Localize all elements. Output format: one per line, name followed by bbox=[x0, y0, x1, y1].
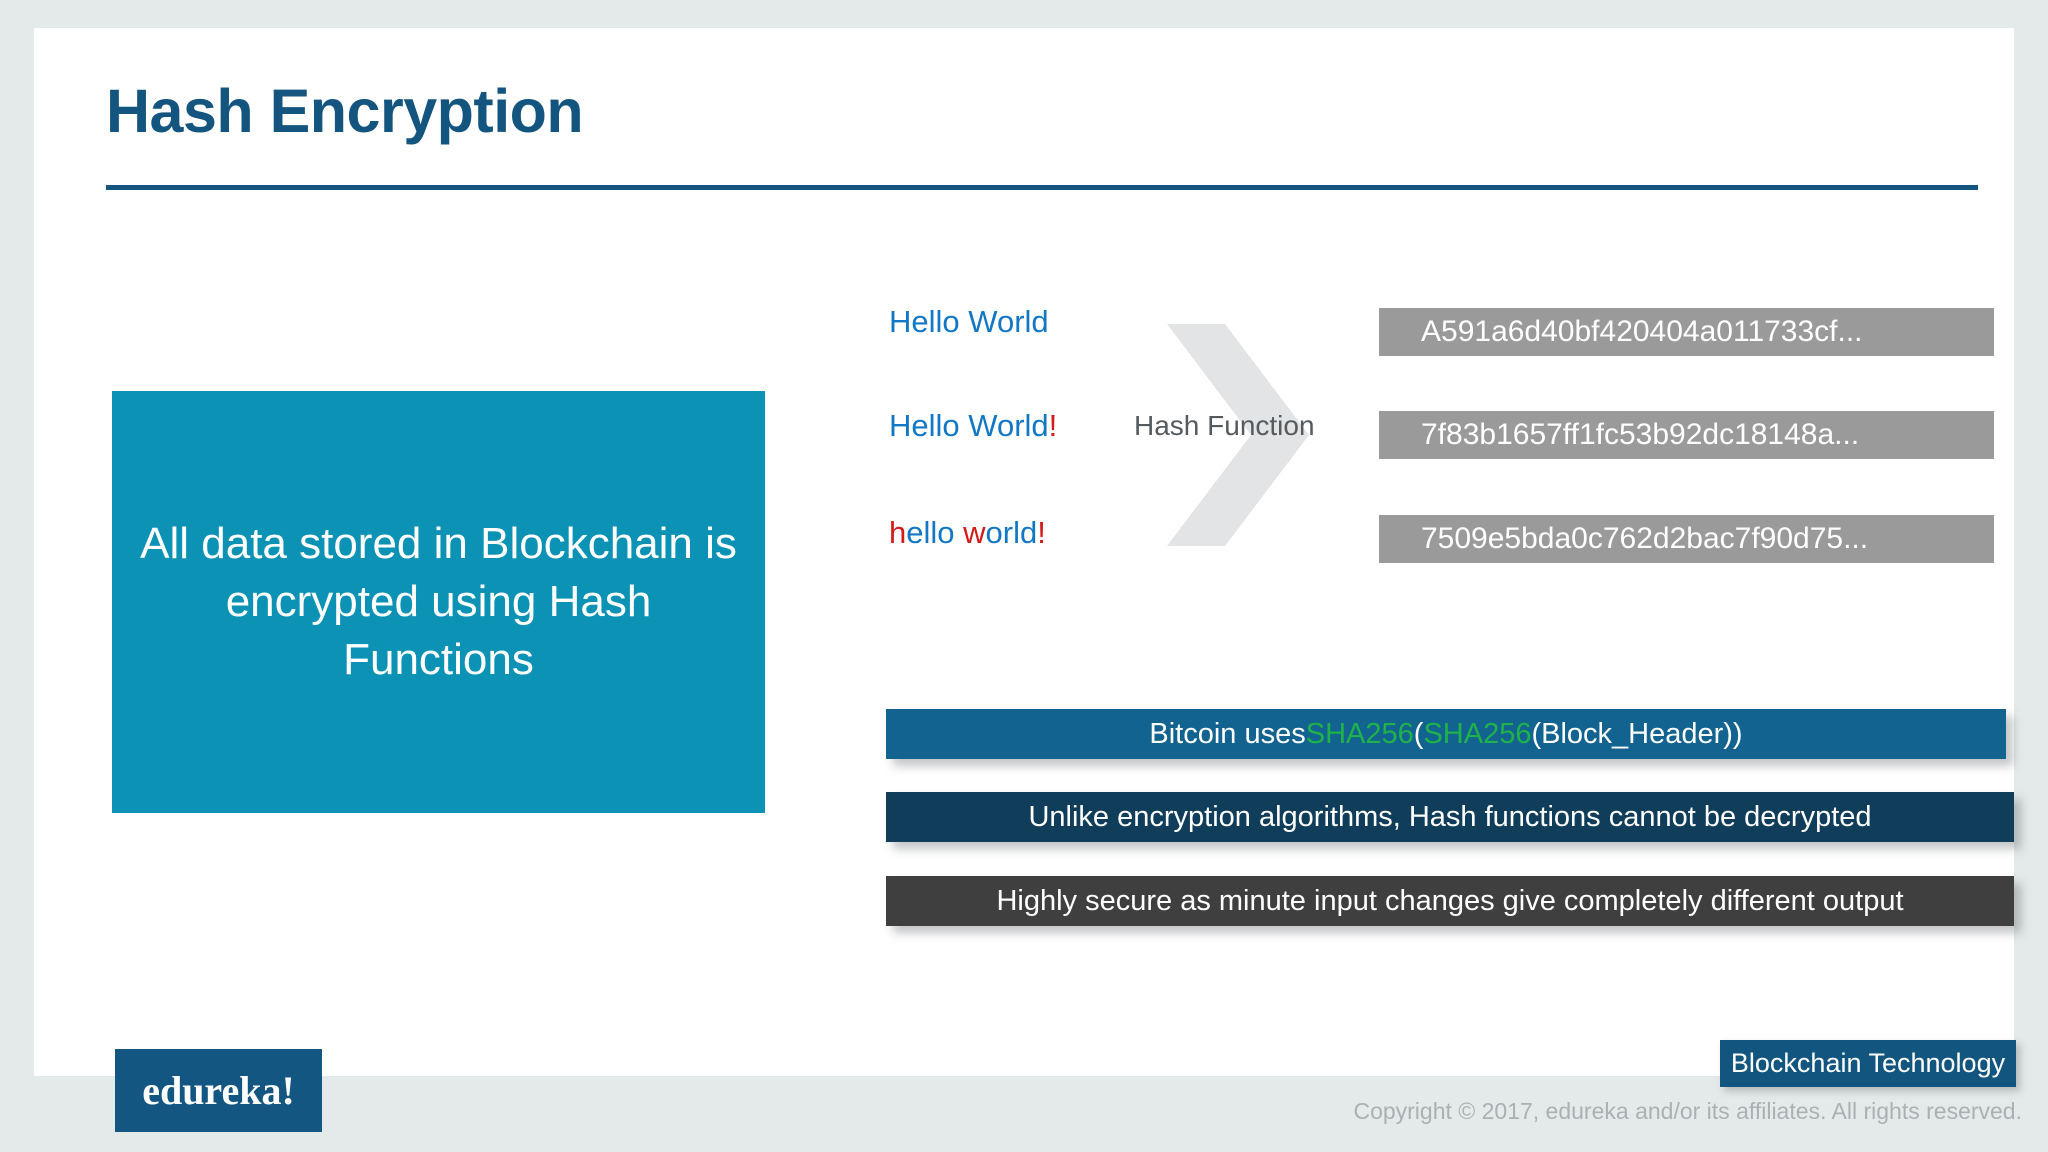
input-text-segment: Hello World bbox=[889, 304, 1049, 339]
fact-bar-avalanche-effect: Highly secure as minute input changes gi… bbox=[886, 876, 2014, 926]
input-text-segment: ! bbox=[1037, 515, 1046, 550]
hash-input-label-2: hello world! bbox=[889, 515, 1046, 551]
fact-text-segment: ( bbox=[1413, 717, 1424, 750]
hash-function-label: Hash Function bbox=[1134, 410, 1315, 441]
page-title: Hash Encryption bbox=[106, 77, 584, 145]
statement-text: All data stored in Blockchain is encrypt… bbox=[140, 518, 737, 685]
fact-bar-bitcoin-sha256: Bitcoin uses SHA256(SHA256(Block_Header)… bbox=[886, 709, 2006, 759]
input-text-segment: Hello World bbox=[889, 408, 1049, 443]
copyright-notice: Copyright © 2017, edureka and/or its aff… bbox=[1353, 1098, 2022, 1124]
input-text-segment: ello bbox=[906, 515, 964, 550]
statement-callout-box: All data stored in Blockchain is encrypt… bbox=[112, 391, 765, 813]
fact-text-segment: Unlike encryption algorithms, Hash funct… bbox=[1028, 800, 1872, 833]
title-underline-rule bbox=[106, 185, 1978, 190]
input-text-segment: h bbox=[889, 515, 907, 550]
input-text-segment: ! bbox=[1048, 408, 1058, 443]
hash-input-label-1: Hello World! bbox=[889, 408, 1057, 444]
fact-text-segment: SHA256 bbox=[1423, 717, 1532, 750]
hash-output-bar-0: A591a6d40bf420404a011733cf... bbox=[1379, 308, 1994, 356]
input-text-segment: w bbox=[963, 515, 986, 550]
hash-output-bar-1: 7f83b1657ff1fc53b92dc18148a... bbox=[1379, 411, 1994, 459]
fact-bar-not-decryptable: Unlike encryption algorithms, Hash funct… bbox=[886, 792, 2014, 842]
brand-logo: edureka! bbox=[115, 1049, 322, 1132]
hash-input-label-0: Hello World bbox=[889, 304, 1049, 340]
brand-logo-text: edureka! bbox=[142, 1068, 295, 1113]
fact-text-segment: (Block_Header)) bbox=[1531, 717, 1743, 750]
fact-text-segment: Bitcoin uses bbox=[1149, 717, 1306, 750]
fact-text-segment: SHA256 bbox=[1305, 717, 1414, 750]
input-text-segment: orld bbox=[985, 515, 1038, 550]
course-badge: Blockchain Technology bbox=[1720, 1040, 2016, 1087]
slide-panel: Hash Encryption All data stored in Block… bbox=[34, 28, 2016, 1087]
chevron-right-icon bbox=[1167, 324, 1309, 546]
fact-text-segment: Highly secure as minute input changes gi… bbox=[996, 884, 1904, 917]
hash-output-bar-2: 7509e5bda0c762d2bac7f90d75... bbox=[1379, 515, 1994, 563]
